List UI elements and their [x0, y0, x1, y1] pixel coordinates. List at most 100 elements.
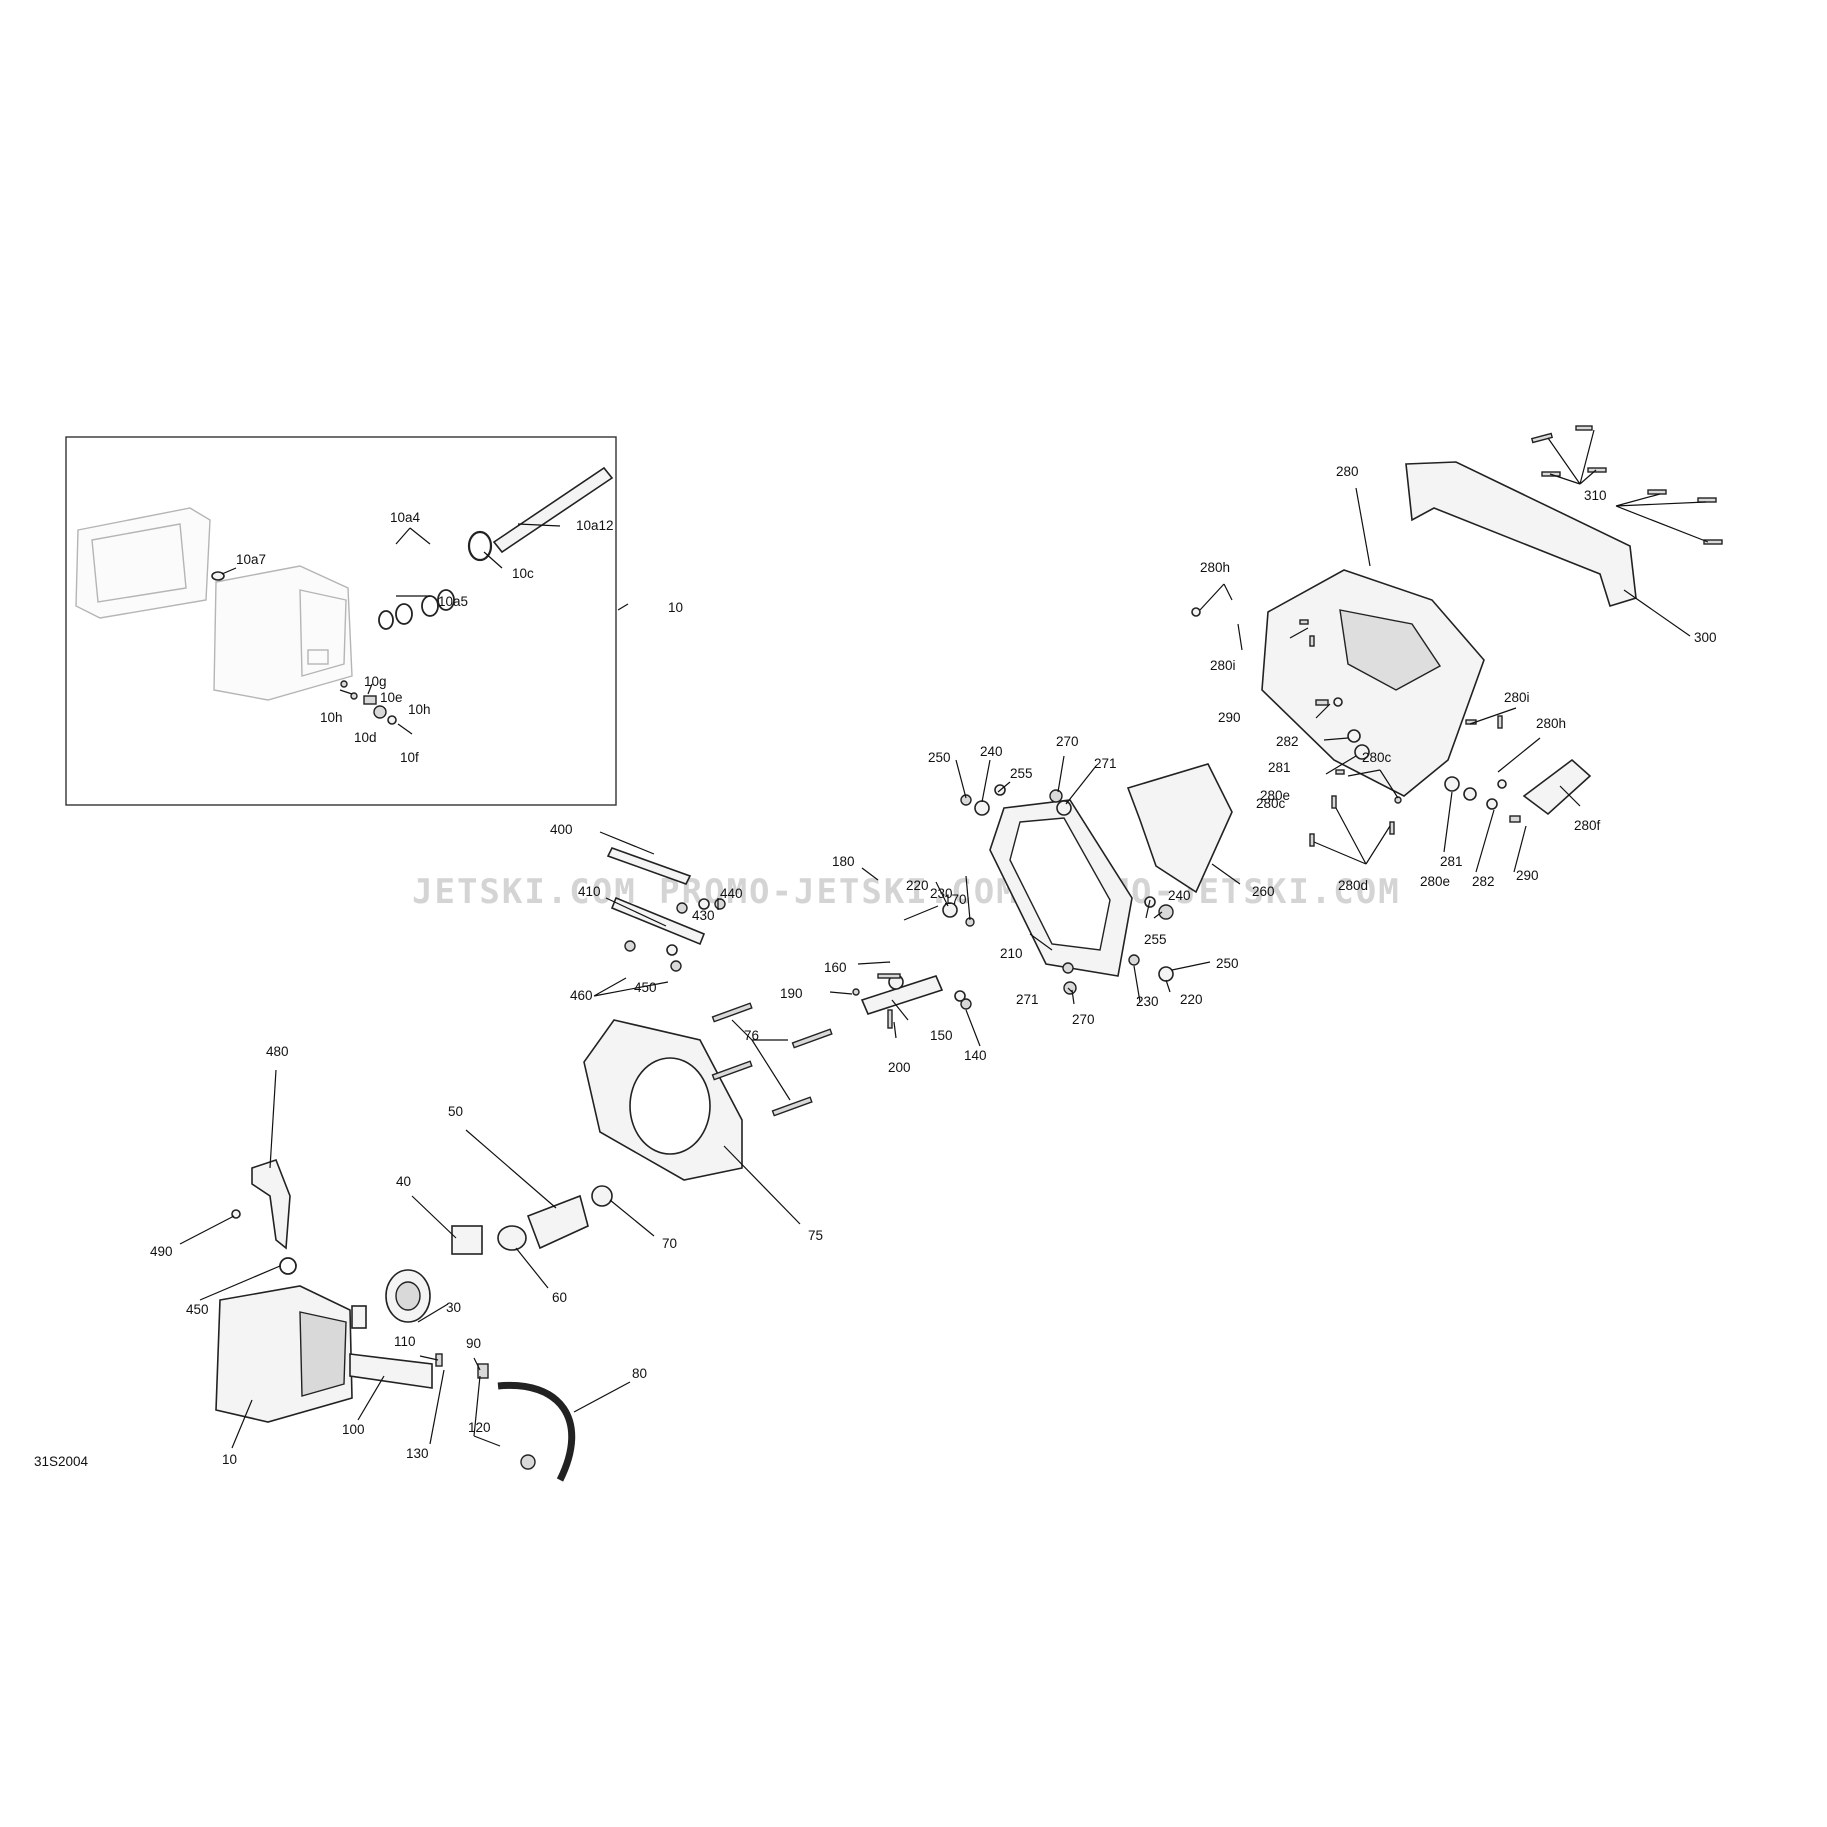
label-281: 281 [1268, 760, 1291, 775]
label-270: 270 [1056, 734, 1079, 749]
label-280c: 280c [1256, 796, 1286, 811]
bellows-100 [349, 1353, 433, 1389]
label-70: 70 [662, 1236, 677, 1251]
label-100: 100 [342, 1422, 365, 1437]
hose-80 [497, 1381, 576, 1482]
label-460: 460 [570, 988, 593, 1003]
label-80: 80 [632, 1366, 647, 1381]
label-480: 480 [266, 1044, 289, 1059]
label-240b: 240 [1168, 888, 1191, 903]
label-280: 280 [1336, 464, 1359, 479]
label-280c: 280c [1362, 750, 1392, 765]
label-10e: 10e [380, 690, 403, 705]
watermark: JETSKI.COM PROMO-JETSKI.COM PROMO-JETSKI… [412, 872, 1401, 912]
label-280d: 280d [1338, 878, 1368, 893]
label-280f: 280f [1574, 818, 1601, 833]
inset-assembly-ghost [75, 507, 353, 701]
label-260: 260 [1252, 884, 1275, 899]
label-10a12: 10a12 [576, 518, 614, 533]
boot-50 [526, 1194, 589, 1250]
label-170: 170 [944, 892, 967, 907]
label-280h: 280h [1200, 560, 1230, 575]
label-280e: 280e [1260, 788, 1290, 803]
label-220: 220 [906, 878, 929, 893]
strap-480 [251, 1159, 291, 1250]
label-280e: 280e [1420, 874, 1450, 889]
label-250b: 250 [1216, 956, 1239, 971]
label-10h: 10h [408, 702, 431, 717]
label-10a4: 10a4 [390, 510, 421, 525]
handle-300 [1405, 461, 1637, 607]
label-200: 200 [888, 1060, 911, 1075]
label-450: 450 [186, 1302, 209, 1317]
plate-410 [610, 896, 706, 946]
label-271b: 271 [1016, 992, 1039, 1007]
label-10-main: 10 [222, 1452, 237, 1467]
label-281b: 281 [1440, 854, 1463, 869]
bracket-75-opening [629, 1057, 711, 1155]
label-255: 255 [1010, 766, 1033, 781]
label-290b: 290 [1516, 868, 1539, 883]
label-10d: 10d [354, 730, 377, 745]
label-230b: 230 [1136, 994, 1159, 1009]
label-10: 10 [668, 600, 683, 615]
label-490: 490 [150, 1244, 173, 1259]
label-282b: 282 [1472, 874, 1495, 889]
label-430: 430 [692, 908, 715, 923]
label-76: 76 [744, 1028, 759, 1043]
lever-280f [1522, 758, 1592, 816]
label-120: 120 [468, 1420, 491, 1435]
frame-210-opening [1009, 817, 1111, 951]
label-400: 400 [550, 822, 573, 837]
label-440: 440 [720, 886, 743, 901]
inset-frame [65, 436, 617, 806]
label-271: 271 [1094, 756, 1117, 771]
label-10h: 10h [320, 710, 343, 725]
label-280h: 280h [1536, 716, 1566, 731]
label-75: 75 [808, 1228, 823, 1243]
label-10a7: 10a7 [236, 552, 266, 567]
label-280i: 280i [1210, 658, 1236, 673]
label-150: 150 [930, 1028, 953, 1043]
label-250: 250 [928, 750, 951, 765]
label-140: 140 [964, 1048, 987, 1063]
label-280i: 280i [1504, 690, 1530, 705]
label-270b: 270 [1072, 1012, 1095, 1027]
link-150 [860, 975, 944, 1015]
label-90: 90 [466, 1336, 481, 1351]
label-60: 60 [552, 1290, 567, 1305]
shroud-260 [1126, 763, 1233, 894]
label-290: 290 [1218, 710, 1241, 725]
label-240: 240 [980, 744, 1003, 759]
diagram-code: 31S2004 [34, 1454, 89, 1469]
label-10c: 10c [512, 566, 534, 581]
label-10f: 10f [400, 750, 419, 765]
label-450: 450 [634, 980, 657, 995]
sleeve-30 [385, 1269, 431, 1323]
label-210: 210 [1000, 946, 1023, 961]
label-30: 30 [446, 1300, 461, 1315]
label-160: 160 [824, 960, 847, 975]
inset-parts [211, 466, 614, 735]
label-310: 310 [1584, 488, 1607, 503]
label-410: 410 [578, 884, 601, 899]
leader-lines [179, 429, 1709, 1449]
label-180: 180 [832, 854, 855, 869]
label-10g: 10g [364, 674, 387, 689]
part-labels: 10a4 10a5 10a7 10c 10a12 10 10g 10e 10h … [150, 464, 1717, 1467]
label-255b: 255 [1144, 932, 1167, 947]
label-110: 110 [394, 1334, 416, 1349]
label-230: 230 [930, 886, 953, 901]
housing-280-detail [1339, 609, 1442, 691]
label-40: 40 [396, 1174, 411, 1189]
ring-60 [497, 1225, 527, 1251]
label-50: 50 [448, 1104, 463, 1119]
ring-40 [451, 1225, 483, 1255]
housing-280 [1261, 569, 1485, 797]
actuator-module-10 [215, 1285, 367, 1423]
ring-70 [591, 1185, 613, 1207]
label-10a5: 10a5 [438, 594, 468, 609]
label-190: 190 [780, 986, 803, 1001]
label-300: 300 [1694, 630, 1717, 645]
